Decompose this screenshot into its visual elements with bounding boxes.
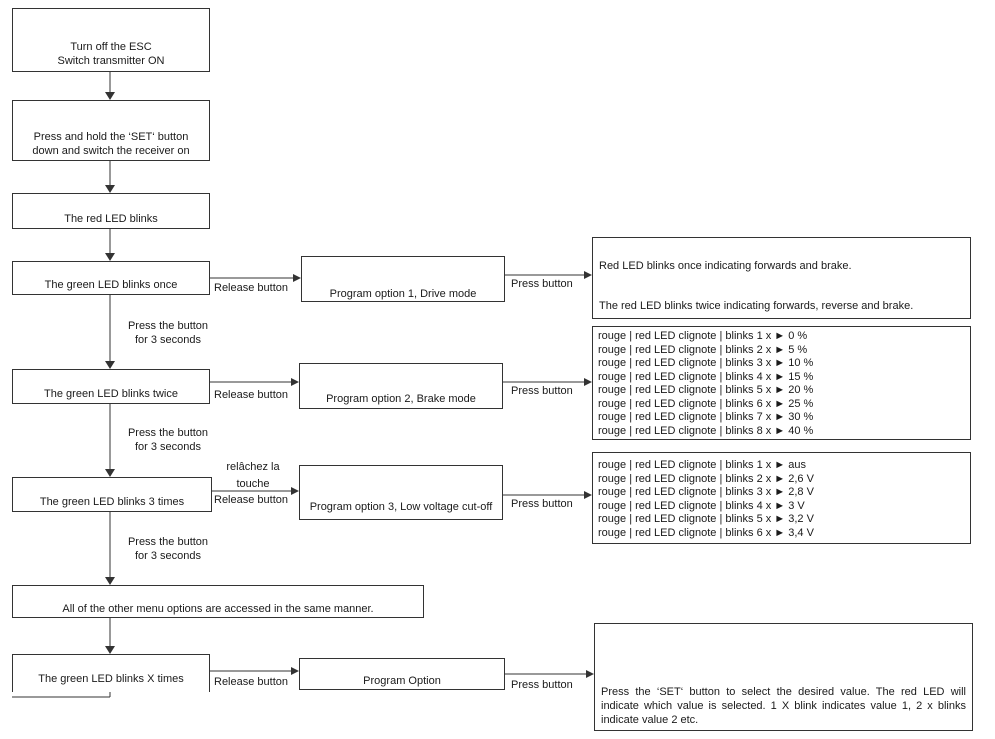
voltage-values-box: rouge | red LED clignote | blinks 1 x ► … (592, 452, 971, 544)
brake-value-line: rouge | red LED clignote | blinks 4 x ► … (598, 370, 814, 383)
press-3s-label-2-line2: for 3 seconds (134, 441, 202, 453)
release-label-4: Release button (214, 676, 288, 688)
voltage-value-line: rouge | red LED clignote | blinks 4 x ► … (598, 499, 805, 512)
press-3s-label-3-line1: Press the button (127, 536, 209, 548)
step-green-led-x-times-label: The green LED blinks X times (38, 673, 184, 685)
press-3s-label-1-line2: for 3 seconds (134, 334, 202, 346)
voltage-value-line: rouge | red LED clignote | blinks 5 x ► … (598, 513, 814, 525)
press-button-label-1: Press button (511, 278, 573, 290)
brake-value-line: rouge | red LED clignote | blinks 1 x ► … (598, 330, 808, 342)
voltage-value-line: rouge | red LED clignote | blinks 2 x ► … (598, 472, 814, 485)
press-3s-label-2-line1: Press the button (127, 427, 209, 439)
press-button-label-2: Press button (511, 385, 573, 397)
program-option-2-label: Program option 2, Brake mode (326, 393, 476, 405)
drive-mode-line2: The red LED blinks twice indicating forw… (599, 300, 914, 312)
press-3s-label-1-line1: Press the button (127, 320, 209, 332)
step-red-led-blinks: The red LED blinks (12, 193, 210, 229)
step-green-led-once: The green LED blinks once (12, 261, 210, 295)
program-option-x-label: Program Option (363, 675, 441, 687)
step-turn-off-esc-line2: Switch transmitter ON (57, 55, 165, 67)
step-press-hold-set-line1: Press and hold the ‘SET‘ button (33, 131, 189, 143)
brake-mode-values-box: rouge | red LED clignote | blinks 1 x ► … (592, 326, 971, 440)
brake-value-line: rouge | red LED clignote | blinks 2 x ► … (598, 343, 808, 356)
release-label-2: Release button (214, 389, 288, 401)
step-red-led-blinks-label: The red LED blinks (64, 213, 158, 225)
drive-mode-line1: Red LED blinks once indicating forwards … (599, 260, 852, 272)
step-green-led-3-times: The green LED blinks 3 times (12, 477, 212, 512)
step-green-led-twice: The green LED blinks twice (12, 369, 210, 404)
step-green-led-3-times-label: The green LED blinks 3 times (39, 496, 185, 508)
press-3s-label-2: Press the button for 3 seconds (118, 426, 218, 454)
voltage-value-line: rouge | red LED clignote | blinks 1 x ► … (598, 459, 806, 471)
relachez-label-line2: touche (236, 478, 270, 490)
release-label-3: Release button (214, 494, 288, 506)
voltage-value-line: rouge | red LED clignote | blinks 3 x ► … (598, 486, 814, 498)
brake-value-line: rouge | red LED clignote | blinks 7 x ► … (598, 411, 814, 423)
voltage-values-list: rouge | red LED clignote | blinks 1 x ► … (598, 459, 814, 540)
relachez-label-line1: relâchez la (226, 461, 280, 473)
program-option-x-box: Program Option (299, 658, 505, 690)
brake-value-line: rouge | red LED clignote | blinks 3 x ► … (598, 357, 814, 369)
brake-value-line: rouge | red LED clignote | blinks 6 x ► … (598, 397, 814, 410)
brake-values-list: rouge | red LED clignote | blinks 1 x ► … (598, 330, 813, 438)
press-3s-label-3: Press the button for 3 seconds (118, 535, 218, 563)
step-green-led-twice-label: The green LED blinks twice (44, 388, 178, 400)
step-green-led-x-times: The green LED blinks X times (12, 654, 210, 692)
step-press-hold-set-line2: down and switch the receiver on (32, 145, 190, 157)
program-option-1-label: Program option 1, Drive mode (329, 288, 477, 300)
brake-value-line: rouge | red LED clignote | blinks 8 x ► … (598, 424, 814, 437)
step-press-hold-set: Press and hold the ‘SET‘ button down and… (12, 100, 210, 161)
step-other-options: All of the other menu options are access… (12, 585, 424, 618)
step-turn-off-esc: Turn off the ESC Switch transmitter ON (12, 8, 210, 72)
program-option-1-box: Program option 1, Drive mode (301, 256, 505, 302)
drive-mode-values-box: Red LED blinks once indicating forwards … (592, 237, 971, 319)
press-button-label-4: Press button (511, 679, 573, 691)
step-turn-off-esc-line1: Turn off the ESC (70, 41, 152, 53)
program-option-3-box: Program option 3, Low voltage cut-off (299, 465, 503, 520)
voltage-value-line: rouge | red LED clignote | blinks 6 x ► … (598, 526, 814, 539)
relachez-label: relâchez la touche (214, 458, 292, 492)
step-green-led-once-label: The green LED blinks once (44, 279, 178, 291)
brake-value-line: rouge | red LED clignote | blinks 5 x ► … (598, 384, 814, 396)
release-label-1: Release button (214, 282, 288, 294)
final-description-box: Press the ‘SET‘ button to select the des… (594, 623, 973, 731)
press-button-label-3: Press button (511, 498, 573, 510)
program-option-2-box: Program option 2, Brake mode (299, 363, 503, 409)
press-3s-label-3-line2: for 3 seconds (134, 550, 202, 562)
press-3s-label-1: Press the button for 3 seconds (118, 319, 218, 347)
program-option-3-label: Program option 3, Low voltage cut-off (309, 501, 493, 513)
step-other-options-label: All of the other menu options are access… (62, 603, 374, 615)
final-description-text: Press the ‘SET‘ button to select the des… (601, 686, 966, 726)
